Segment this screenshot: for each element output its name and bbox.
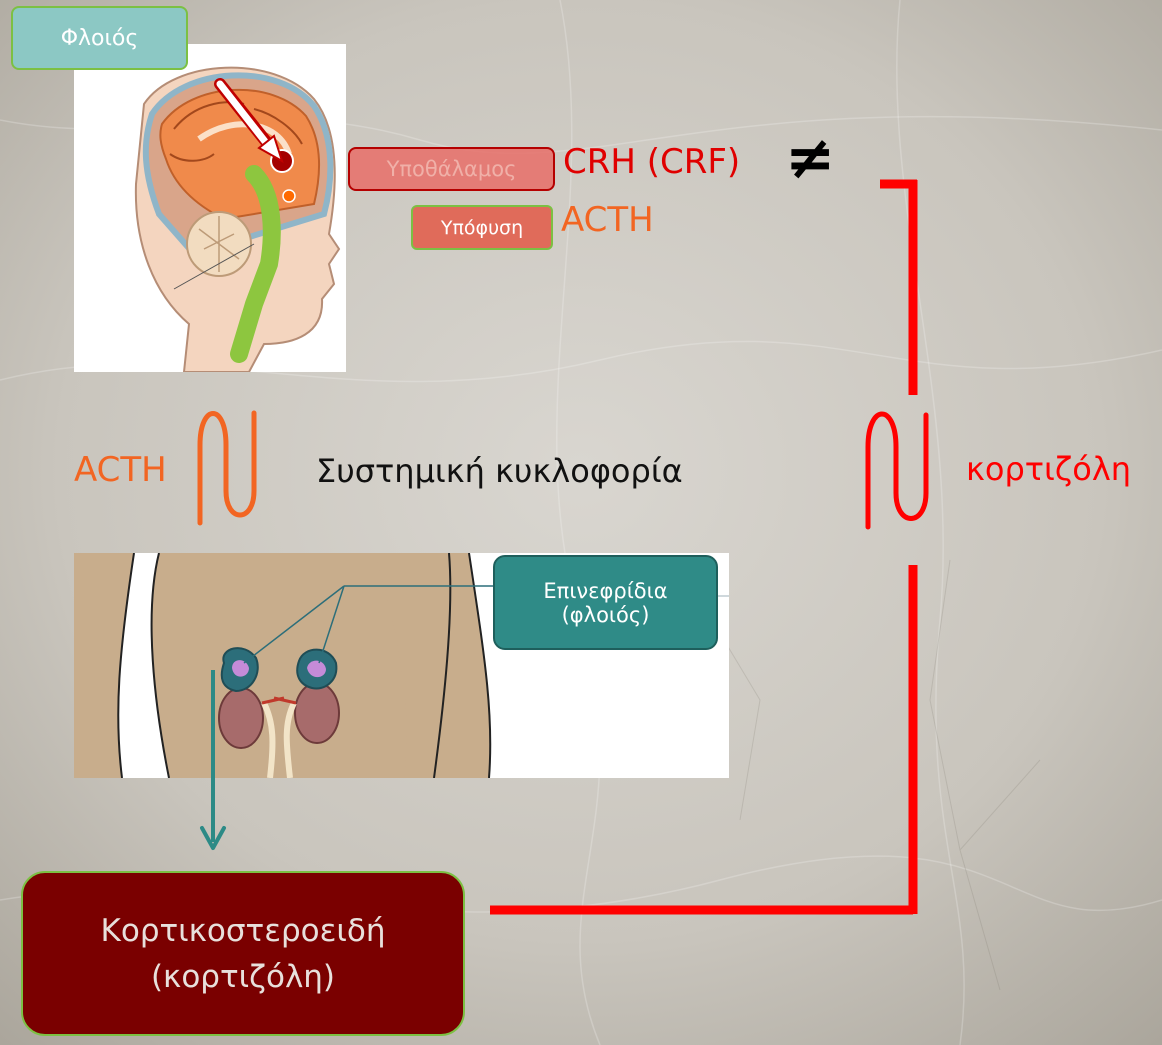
negative-feedback-loop: [0, 0, 1162, 1045]
